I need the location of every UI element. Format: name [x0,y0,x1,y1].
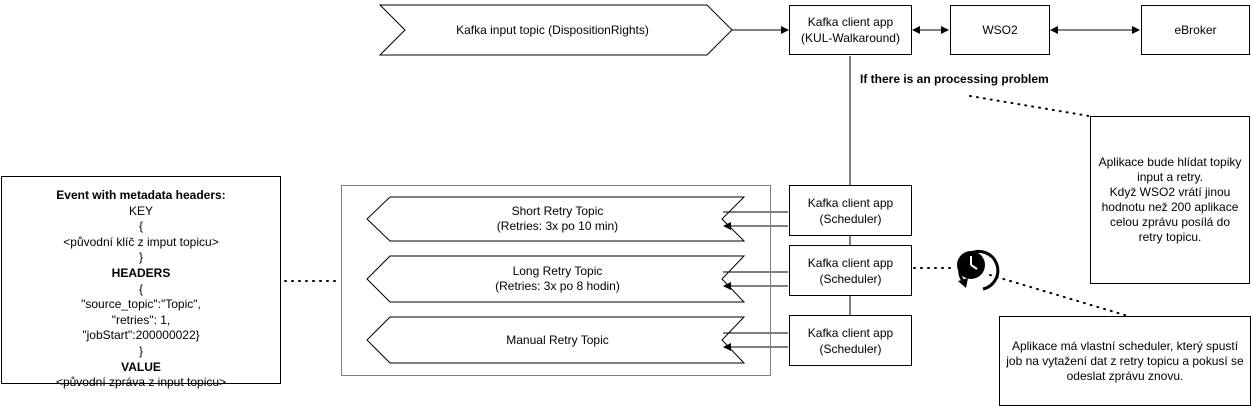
long-retry-topic[interactable]: Long Retry Topic (Retries: 3x po 8 hodin… [495,264,620,293]
event-headers-label: HEADERS [111,265,171,280]
short-retry-topic-shape [366,196,746,242]
event-brace-open-2: { [138,281,143,296]
manual-retry-topic-shape [366,316,746,364]
event-value-value: <původní zpráva z input topicu> [55,375,227,390]
dotted-connector-problem-note [969,95,1096,118]
input-topic-shape [378,4,733,56]
scheduler-app-manual[interactable]: Kafka client app (Scheduler) [789,315,912,366]
problem-heading: If there is an processing problem [860,71,1049,86]
scheduler-app-short[interactable]: Kafka client app (Scheduler) [789,185,912,236]
event-metadata-box: Event with metadata headers: KEY { <půvo… [1,176,281,389]
event-header-job-start: "jobStart":200000022} [82,328,200,343]
event-brace-close-1: } [138,250,143,265]
short-retry-topic[interactable]: Short Retry Topic (Retries: 3x po 10 min… [496,204,619,233]
input-topic[interactable]: Kafka input topic (DispositionRights) [456,22,649,37]
manual-retry-topic[interactable]: Manual Retry Topic [506,332,609,347]
event-key-value: <původní klíč z imput topicu> [63,234,219,249]
event-header-source-topic: "source_topic":"Topic", [81,297,201,312]
event-key-label: KEY [128,203,153,218]
event-title: Event with metadata headers: [56,188,226,202]
wso2-box[interactable]: WSO2 [950,5,1050,55]
event-header-retries: "retries": 1, [111,312,171,327]
event-value-label: VALUE [121,359,161,374]
retry-topics-group [341,185,771,376]
long-retry-topic-shape [366,255,746,303]
scheduler-note: Aplikace má vlastní scheduler, který spu… [999,316,1251,406]
ebroker-box[interactable]: eBroker [1141,5,1250,55]
dotted-connector-clock-note [989,274,1129,317]
event-brace-close-2: } [138,343,143,358]
main-kafka-client-app[interactable]: Kafka client app (KUL-Walkaround) [789,5,912,55]
scheduler-app-long[interactable]: Kafka client app (Scheduler) [789,245,912,296]
clock-icon [957,250,1000,291]
retry-note: Aplikace bude hlídat topiky input a retr… [1090,116,1250,284]
event-brace-open-1: { [138,219,143,234]
